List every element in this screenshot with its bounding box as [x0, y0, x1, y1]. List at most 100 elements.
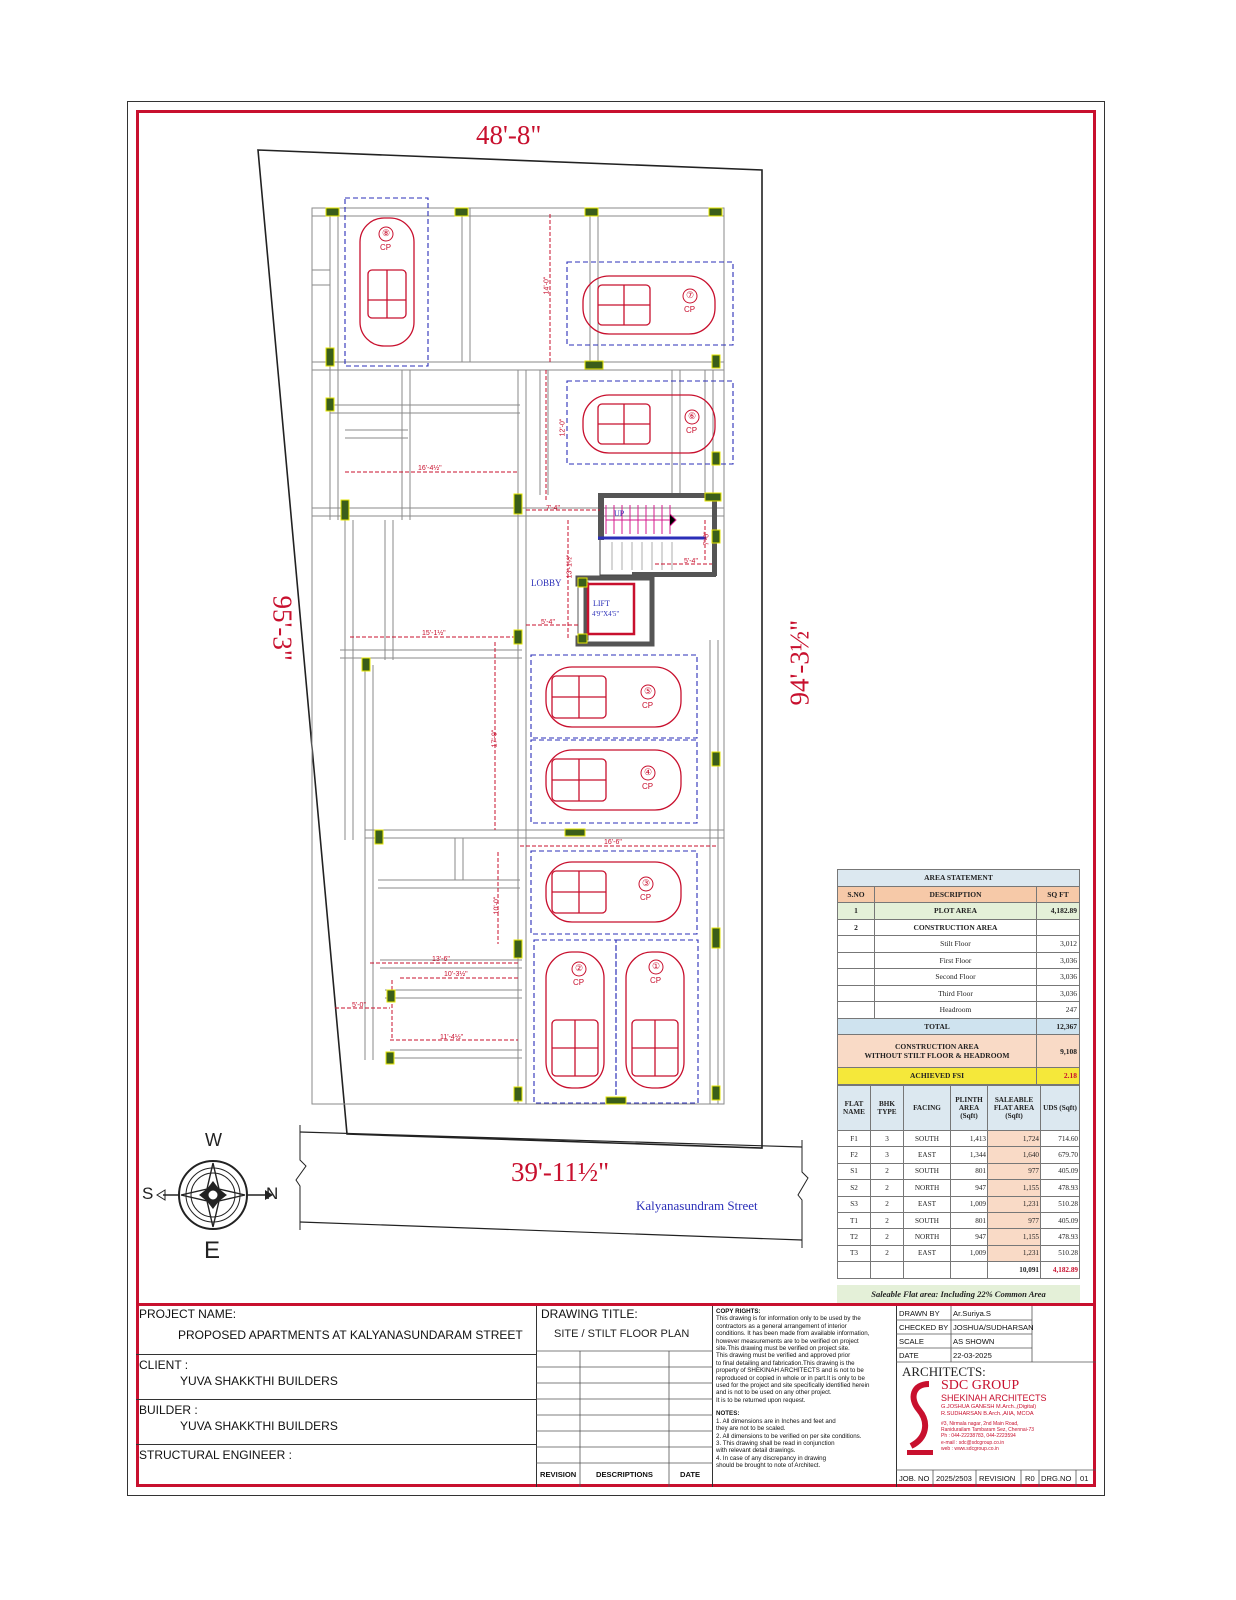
cell: SOUTH: [903, 1129, 951, 1148]
cell: F2: [837, 1146, 871, 1164]
site-boundary: [257, 149, 763, 1149]
dim-label: 5'-0": [352, 1002, 366, 1009]
client-name: YUVA SHAKKTHI BUILDERS: [180, 1374, 338, 1388]
divider: [136, 1444, 536, 1445]
title-block-top-rule: [136, 1303, 1096, 1306]
revision-label: REVISION: [979, 1474, 1016, 1483]
dim-label: 7'-6": [703, 531, 711, 546]
cons-excl-line1: CONSTRUCTION AREA: [895, 1042, 979, 1051]
firm-logo-icon: [907, 1381, 933, 1455]
total-saleable: 10,091: [987, 1261, 1041, 1279]
dim-label: 10'-0": [493, 896, 501, 915]
plot-desc: PLOT AREA: [874, 902, 1037, 920]
floor-name: Second Floor: [874, 968, 1037, 986]
date-header: DATE: [680, 1470, 701, 1479]
flat-col-header: UDS (Sqft): [1040, 1085, 1080, 1131]
notes-line: should be brought to note of Architect.: [716, 1462, 821, 1470]
cell: 405.09: [1040, 1211, 1080, 1230]
car-tag: CP: [642, 701, 654, 710]
col-header: S.NO: [837, 885, 875, 903]
notes-line: 4. In case of any discrepancy in drawing: [716, 1454, 827, 1462]
cell: 1,009: [950, 1244, 988, 1263]
floor-value: 3,036: [1036, 968, 1080, 986]
car-tag: CP: [640, 893, 652, 902]
drg-no-label: DRG.NO: [1041, 1474, 1072, 1483]
cell: 1,231: [987, 1244, 1041, 1263]
copy-rights-line: conditions. It has been made from availa…: [716, 1330, 870, 1338]
firm-people: G.JOSHUA GANESH M.Arch.,(Digital) R.SUDH…: [941, 1404, 1036, 1418]
dim-label: 7'-4": [546, 505, 560, 512]
cell: 2: [870, 1162, 904, 1181]
dim-label: 11'-4½": [440, 1034, 464, 1041]
car-tag: CP: [686, 426, 698, 435]
dim-label: 14'-0": [543, 276, 551, 295]
cell: 1,009: [950, 1195, 988, 1213]
firm-address: #3, Nirmala nagar, 2nd Main Road, Ranidu…: [941, 1421, 1034, 1452]
project-name-label: PROJECT NAME:: [139, 1307, 237, 1321]
cons-excl-value: 9,108: [1036, 1034, 1080, 1068]
flat-col-header: FACING: [903, 1085, 951, 1131]
drawing-frame: [136, 110, 1096, 1487]
structural-engineer-label: STRUCTURAL ENGINEER :: [139, 1448, 292, 1462]
builder-name: YUVA SHAKKTHI BUILDERS: [180, 1419, 338, 1433]
cell: 947: [950, 1179, 988, 1197]
cell: SOUTH: [903, 1211, 951, 1230]
floor-value: 3,012: [1036, 935, 1080, 953]
cell: 801: [950, 1162, 988, 1181]
cell: 2: [870, 1179, 904, 1197]
fsi-value: 2.18: [1036, 1067, 1080, 1085]
cell: 2: [870, 1211, 904, 1230]
dim-label: 16'-4½": [418, 465, 442, 472]
flat-col-header: BHK TYPE: [870, 1085, 904, 1131]
dim-label: 15'-1½": [422, 630, 446, 637]
road-edge-bottom: [299, 1221, 803, 1241]
compass-north: N: [266, 1184, 279, 1203]
cell: 2: [870, 1244, 904, 1263]
date: 22-03-2025: [953, 1351, 992, 1360]
compass-west: W: [205, 1130, 222, 1150]
drg-no: 01: [1080, 1474, 1089, 1483]
plot-sno: 1: [837, 902, 875, 920]
street-name: Kalyanasundram Street: [636, 1198, 758, 1213]
bottom-dimension: 39'-11½": [511, 1157, 610, 1187]
cars: [359, 217, 716, 1089]
total-uds: 4,182.89: [1040, 1261, 1080, 1279]
dimension-lines: [335, 214, 716, 1041]
compass-south: S: [142, 1184, 154, 1203]
copy-rights-line: to final detailing and fabrication.This …: [716, 1359, 855, 1367]
floor-name: Headroom: [874, 1001, 1037, 1019]
address-line: Ph : 044-22238783, 044-2223594: [941, 1433, 1016, 1440]
cell: SOUTH: [903, 1162, 951, 1181]
notes-line: 2. All dimensions to be verified on per …: [716, 1432, 862, 1440]
col-header: SQ FT: [1036, 885, 1080, 903]
floor-name: Third Floor: [874, 984, 1037, 1002]
top-dimension: 48'-8": [476, 120, 542, 150]
cell: NORTH: [903, 1179, 951, 1197]
copy-rights-line: site.This drawing must be verified on pr…: [716, 1345, 850, 1353]
car-number: ⑧: [382, 228, 391, 238]
cell: NORTH: [903, 1228, 951, 1246]
cell: 2: [870, 1228, 904, 1246]
cell: 478.93: [1040, 1228, 1080, 1246]
road-edge-top: [299, 1131, 803, 1148]
dim-label: 10'-3½": [444, 971, 468, 978]
cell: 1,155: [987, 1179, 1041, 1197]
car-number: ④: [644, 767, 653, 777]
cell: 714.60: [1040, 1129, 1080, 1148]
dim-label: 16'-6": [604, 839, 622, 846]
checked-by: JOSHUA/SUDHARSAN: [953, 1323, 1034, 1332]
cell: EAST: [903, 1244, 951, 1263]
revision-header: REVISION: [540, 1470, 577, 1479]
columns: [325, 207, 723, 1105]
notes-title: NOTES:: [716, 1410, 740, 1418]
scale-label: SCALE: [899, 1337, 924, 1346]
notes-line: with relevant detail drawings.: [716, 1447, 796, 1455]
cell: 1,724: [987, 1129, 1041, 1148]
cell: 947: [950, 1228, 988, 1246]
car-tag: CP: [684, 305, 696, 314]
